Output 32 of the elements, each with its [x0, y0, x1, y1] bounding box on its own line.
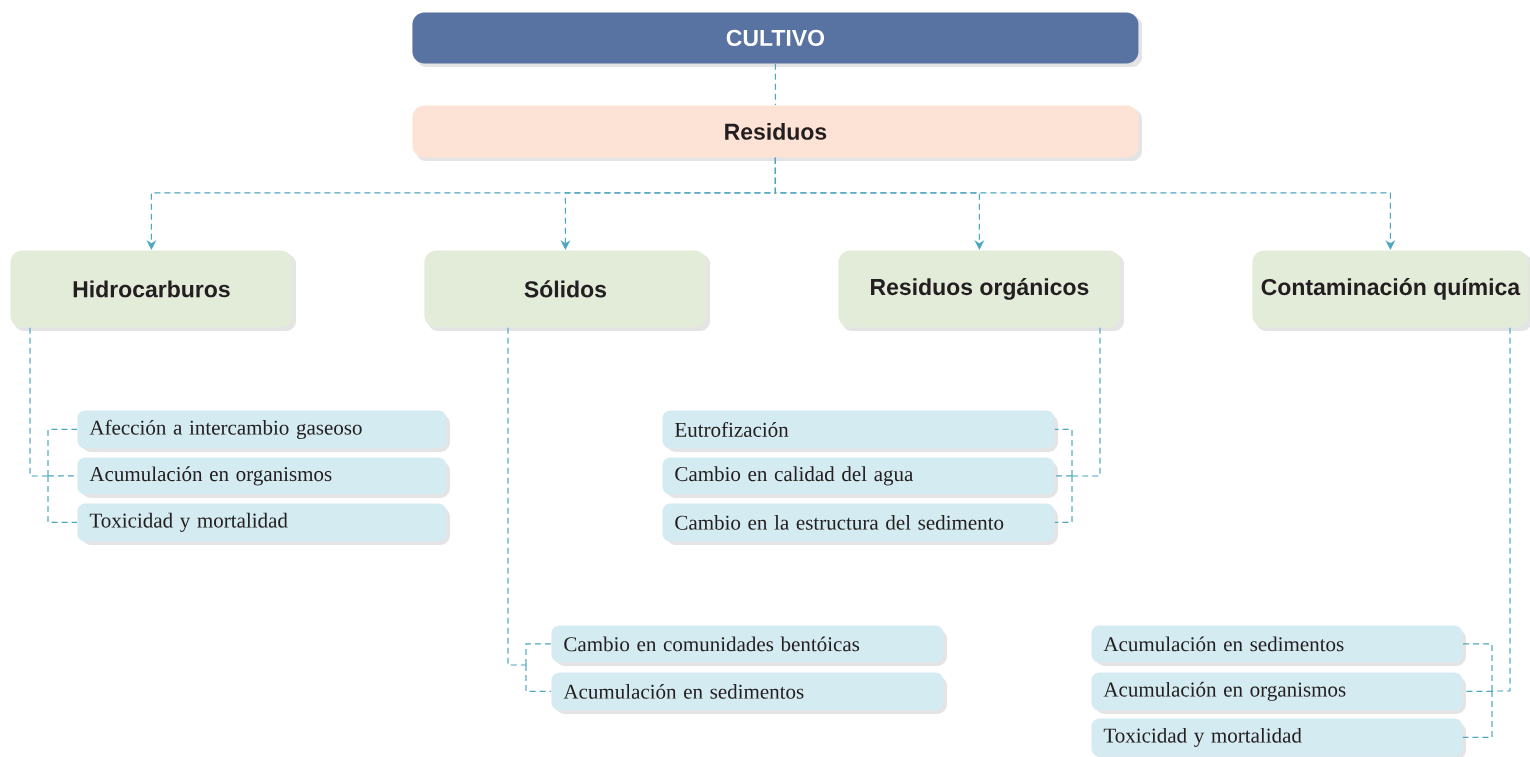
effect-box: Acumulación en sedimentos	[1091, 625, 1466, 666]
effect-box: Afección a intercambio gaseoso	[77, 410, 450, 452]
effect-box: Acumulación en organismos	[1091, 672, 1466, 714]
category-box: Contaminación química	[1252, 250, 1530, 331]
connector	[1054, 475, 1073, 523]
effect-box: Cambio en calidad del agua	[662, 457, 1058, 498]
connector	[1462, 643, 1493, 692]
category-box: Residuos orgánicos	[838, 250, 1124, 331]
effect-box: Cambio en la estructura del sedimento	[662, 503, 1058, 545]
effect-box: Cambio en comunidades bentóicas	[551, 625, 947, 666]
connector	[1071, 327, 1101, 477]
connector	[1054, 475, 1073, 477]
connector	[525, 664, 552, 692]
effect-box: Acumulación en organismos	[77, 457, 450, 498]
effect-box: Toxicidad y mortalidad	[77, 503, 450, 545]
connector	[1054, 428, 1073, 477]
box-heading: CULTIVO	[412, 12, 1142, 67]
connector	[774, 63, 776, 106]
category-box: Hidrocarburos	[10, 250, 296, 331]
connector	[1462, 690, 1493, 738]
connector	[47, 428, 78, 477]
category-box: Sólidos	[424, 250, 710, 331]
connector	[47, 475, 78, 523]
category-band: Residuos	[412, 105, 1142, 161]
connector	[1491, 327, 1511, 692]
connector	[29, 327, 49, 477]
effect-box: Acumulación en sedimentos	[551, 672, 947, 714]
connector	[774, 157, 1396, 250]
connector	[507, 327, 527, 666]
effect-box: Eutrofización	[662, 410, 1058, 452]
effect-box: Toxicidad y mortalidad	[1091, 718, 1466, 757]
connector	[525, 643, 552, 666]
